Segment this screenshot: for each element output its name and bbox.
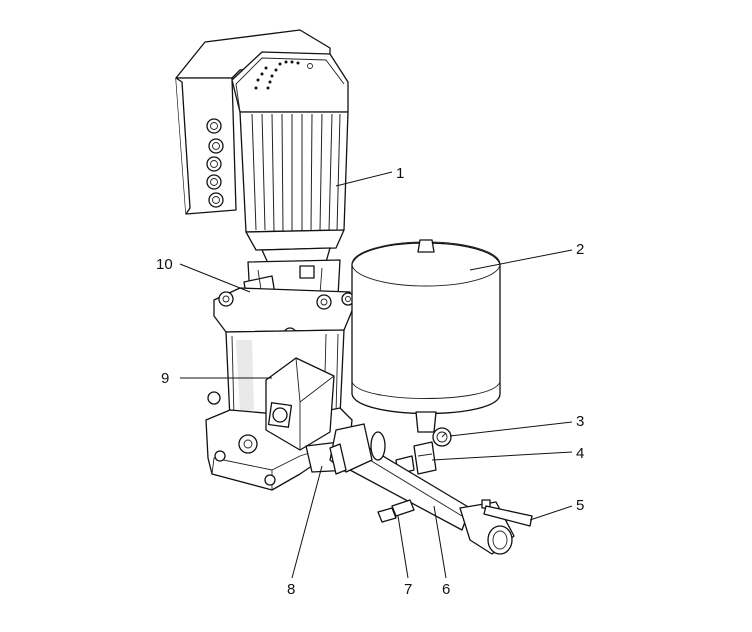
callout-4: 4 xyxy=(576,445,584,462)
cooling-fins xyxy=(251,113,341,232)
leader-line-7 xyxy=(397,515,409,579)
leader-line-8 xyxy=(291,465,323,579)
callout-5: 5 xyxy=(576,497,584,514)
pressure-switch xyxy=(265,357,335,451)
pressure-gauge xyxy=(432,427,452,447)
leader-line-1 xyxy=(335,171,393,187)
leader-line-3 xyxy=(449,421,573,437)
callout-7: 7 xyxy=(404,581,412,598)
callout-10: 10 xyxy=(156,256,173,273)
callout-1: 1 xyxy=(396,165,404,182)
callout-labels: 1 2 3 4 5 6 7 8 9 10 xyxy=(156,165,584,598)
leader-lines xyxy=(179,171,573,579)
leader-line-2 xyxy=(469,249,573,271)
non-return-valve xyxy=(395,441,437,475)
cable-gland-group xyxy=(206,118,224,208)
callout-6: 6 xyxy=(442,581,450,598)
leader-line-4 xyxy=(431,451,573,461)
callout-3: 3 xyxy=(576,413,584,430)
leader-line-6 xyxy=(433,505,447,579)
callout-2: 2 xyxy=(576,241,584,258)
drain-plug xyxy=(377,499,415,523)
leader-line-10 xyxy=(179,263,251,293)
terminal-box xyxy=(175,29,331,215)
ball-valve xyxy=(459,499,533,555)
callout-9: 9 xyxy=(161,370,169,387)
discharge-manifold xyxy=(305,423,471,531)
fan-vent-pattern xyxy=(254,60,313,90)
leader-line-5 xyxy=(529,505,573,521)
callout-8: 8 xyxy=(287,581,295,598)
motor xyxy=(231,51,349,264)
